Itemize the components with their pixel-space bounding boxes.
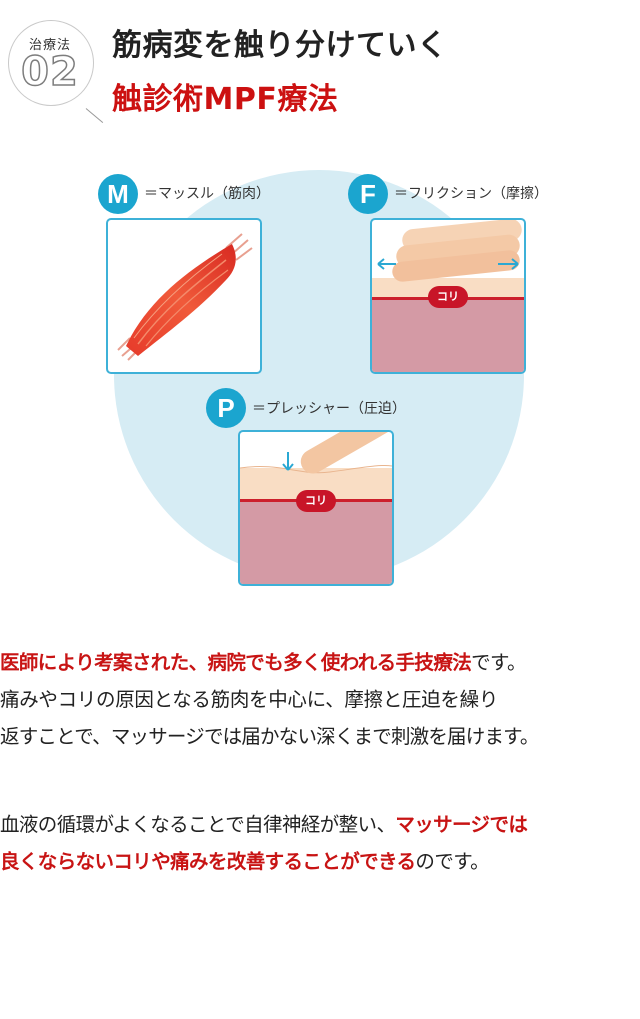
p-caption: ＝プレッシャー（圧迫） [252, 401, 406, 417]
page-title: 筋病変を触り分けていく [112, 28, 448, 63]
mpf-diagram: M ＝マッスル（筋肉） F ＝フリクション（摩擦） [0, 150, 640, 600]
plain-text: のです。 [415, 850, 490, 873]
badge-label: 治療法 [28, 38, 71, 53]
muscle-layer [372, 300, 524, 372]
badge-slash-decoration [85, 108, 104, 124]
pressure-panel: コリ [238, 430, 394, 586]
treatment-number-badge: 治療法 02 [8, 20, 104, 124]
paragraph-2-line-2: 良くならないコリや痛みを改善することができるのです。 [0, 843, 640, 880]
page-subtitle: 触診術MPF療法 [112, 82, 339, 117]
m-letter-icon: M [98, 174, 138, 214]
paragraph-2-line-1: 血液の循環がよくなることで自律神経が整い、マッサージでは [0, 806, 640, 843]
paragraph-1-line-2: 痛みやコリの原因となる筋肉を中心に、摩擦と圧迫を繰り [0, 688, 499, 711]
paragraph-1-line-1: 医師により考案された、病院でも多く使われる手技療法です。 [0, 644, 640, 681]
kori-badge: コリ [296, 490, 336, 512]
plain-text: です。 [471, 651, 526, 674]
badge-circle [8, 20, 94, 106]
p-letter-icon: P [206, 388, 246, 428]
highlight-text: 医師により考案された、病院でも多く使われる手技療法 [0, 651, 472, 674]
plain-text: 血液の循環がよくなることで自律神経が整い、 [0, 813, 396, 836]
muscle-panel [106, 218, 262, 374]
fingers-icon [377, 220, 522, 282]
header: 治療法 02 筋病変を触り分けていく 触診術MPF療法 [0, 0, 640, 130]
paragraph-1-line-3: 返すことで、マッサージでは届かない深くまで刺激を届けます。 [0, 725, 539, 748]
highlight-text: 良くならないコリや痛みを改善することができる [0, 850, 416, 873]
badge-number: 02 [20, 49, 79, 95]
muscle-layer [240, 502, 392, 584]
description-paragraph-2: 血液の循環がよくなることで自律神経が整い、マッサージでは 良くならないコリや痛み… [0, 806, 640, 880]
description-paragraph-1: 医師により考案された、病院でも多く使われる手技療法です。 痛みやコリの原因となる… [0, 644, 640, 755]
finger-press-icon [240, 432, 392, 474]
highlight-text: マッサージでは [395, 813, 528, 836]
muscle-icon [117, 233, 253, 361]
f-caption: ＝フリクション（摩擦） [394, 186, 548, 202]
f-letter-icon: F [348, 174, 388, 214]
kori-badge: コリ [428, 286, 468, 308]
friction-panel: コリ [370, 218, 526, 374]
m-caption: ＝マッスル（筋肉） [144, 186, 270, 202]
